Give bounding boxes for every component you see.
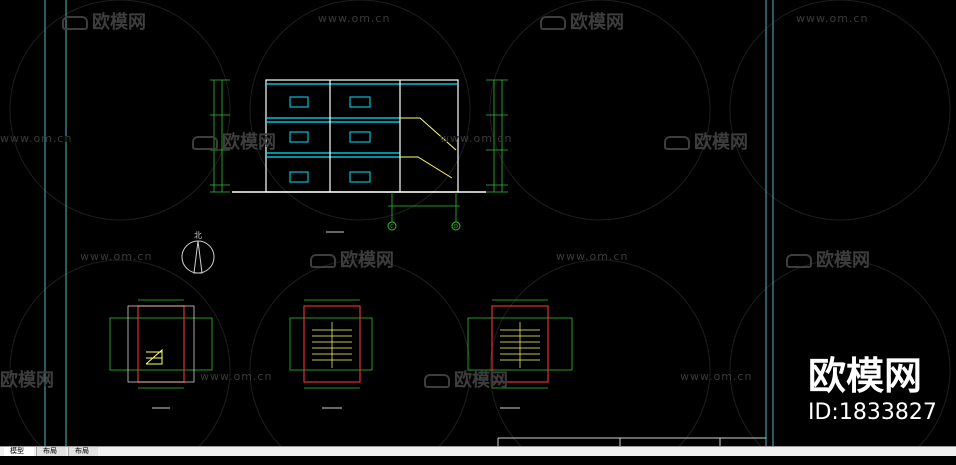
watermark-site: www.om.cn [556,250,629,263]
watermark-site: www.om.cn [318,12,391,25]
watermark-logo: 欧模网 [192,128,276,154]
sofa-icon [62,16,88,30]
watermark-site: www.om.cn [200,370,273,383]
tab-layout-1[interactable]: 布局1 [36,447,66,464]
watermark-logo: 欧模网 [0,370,54,391]
watermark-site: www.om.cn [796,12,869,25]
sofa-icon [540,16,566,30]
north-arrow: 北 [181,231,215,274]
cad-drawing-canvas[interactable]: C D 北 [0,0,956,446]
sheet-frame [44,0,774,446]
tab-model[interactable]: 模型 [4,447,34,456]
watermark-logo: 欧模网 [62,8,146,34]
watermark-site: www.om.cn [680,370,753,383]
sofa-icon [424,374,450,388]
brand-id-label: ID:1833827 [808,400,937,425]
watermark-logo: 欧模网 [786,246,870,272]
stair-section-elevation[interactable]: C D [210,79,508,233]
sofa-icon [664,136,690,150]
sofa-icon [310,254,336,268]
stair-plan-ground[interactable] [109,299,213,409]
watermark-site: www.om.cn [0,132,73,145]
watermark-site: www.om.cn [80,250,153,263]
watermark-logo: 欧模网 [424,366,508,392]
watermark-logo: 欧模网 [540,8,624,34]
stair-plan-top[interactable] [467,299,573,409]
tab-layout-2[interactable]: 布局2 [68,447,98,464]
sofa-icon [192,136,218,150]
watermark-site: www.om.cn [440,132,513,145]
axis-label-d: D [454,224,458,230]
north-label: 北 [194,231,202,240]
axis-label-c: C [390,224,394,230]
layout-tab-bar: 模型 布局1 布局2 [0,446,956,464]
sofa-icon [786,254,812,268]
watermark-logo: 欧模网 [310,246,394,272]
stair-plan-typical[interactable] [289,299,373,409]
watermark-logo: 欧模网 [664,128,748,154]
brand-logo-text: 欧模网 [808,354,923,398]
